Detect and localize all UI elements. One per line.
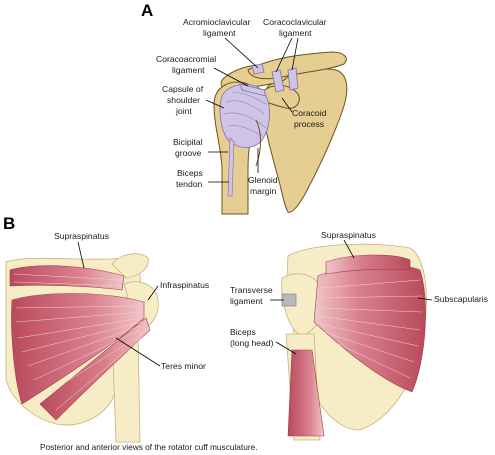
teres-minor-muscle (39, 317, 151, 421)
label-subscapularis: Subscapularis (434, 294, 488, 304)
posterior-view (5, 253, 159, 443)
panel-label-a: A (141, 1, 153, 20)
label-capsule-3: joint (175, 106, 192, 116)
supraspinatus-posterior (9, 265, 125, 291)
biceps-tendon (227, 137, 235, 197)
label-biceps-1: Biceps (230, 327, 256, 337)
label-coracoacromial-1: Coracoacromial (156, 54, 216, 64)
label-supraspinatus-right: Supraspinatus (321, 230, 376, 240)
label-acromioclavicular-2: ligament (203, 28, 236, 38)
label-coracoacromial-2: ligament (172, 65, 205, 75)
anterior-view (281, 243, 427, 441)
acromion-posterior (111, 253, 149, 279)
acromioclavicular-ligament (251, 63, 265, 75)
leader-lines-b (77, 239, 433, 367)
label-biceps-tendon-1: Biceps (177, 168, 203, 178)
biceps-long-head (287, 349, 325, 437)
label-capsule-1: Capsule of (162, 84, 204, 94)
panel-label-b: B (3, 214, 15, 233)
figure-caption: Posterior and anterior views of the rota… (40, 442, 258, 452)
coracoclavicular-ligament-2 (287, 67, 299, 91)
joint-capsule (219, 83, 270, 148)
supraspinatus-anterior (325, 254, 411, 275)
label-teres-minor: Teres minor (161, 361, 206, 371)
label-infraspinatus: Infraspinatus (160, 280, 209, 290)
glenoid-margin (255, 119, 261, 167)
transverse-ligament-band (281, 293, 297, 307)
label-transverse-1: Transverse (230, 285, 273, 295)
leader-lines-a (205, 37, 299, 183)
coracoacromial-ligament (239, 83, 267, 97)
label-bicipital-2: groove (175, 148, 201, 158)
label-coracoclavicular-1: Coracoclavicular (263, 17, 327, 27)
label-capsule-2: shoulder (167, 95, 200, 105)
label-bicipital-1: Bicipital (173, 137, 203, 147)
label-coracoclavicular-2: ligament (279, 28, 312, 38)
coracoclavicular-ligament-1 (271, 69, 285, 93)
label-acromioclavicular-1: Acromioclavicular (183, 17, 250, 27)
label-biceps-tendon-2: tendon (176, 179, 203, 189)
label-transverse-2: ligament (230, 296, 263, 306)
shoulder-joint-illustration (213, 51, 348, 215)
label-biceps-2: (long head) (230, 338, 274, 348)
label-coracoid-1: Coracoid (292, 108, 327, 118)
infraspinatus-muscle (11, 293, 145, 405)
label-coracoid-2: process (294, 119, 324, 129)
label-glenoid-1: Glenoid (248, 175, 278, 185)
label-glenoid-2: margin (250, 186, 276, 196)
label-supraspinatus-left: Supraspinatus (54, 231, 109, 241)
